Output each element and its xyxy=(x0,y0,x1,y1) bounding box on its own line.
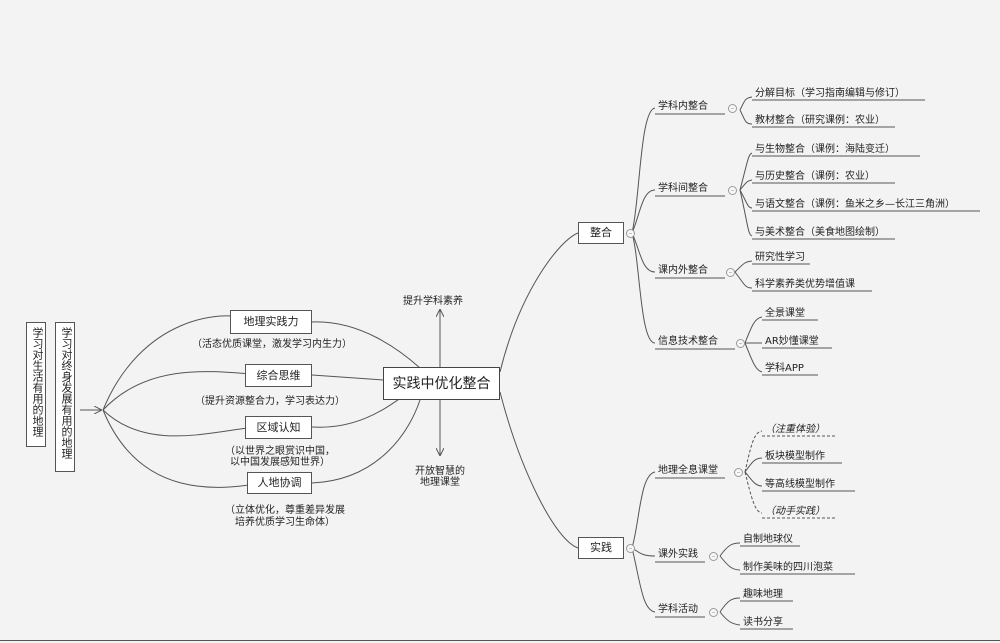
group-label: 学科内整合 xyxy=(658,101,708,112)
collapse-toggle-icon[interactable]: – xyxy=(734,468,743,477)
list-item: （注重体验） xyxy=(765,424,825,435)
list-item: 教材整合（研究课例：农业） xyxy=(755,115,885,126)
down-label: 开放智慧的 地理课堂 xyxy=(415,466,465,488)
group-label: 课外实践 xyxy=(658,549,698,560)
list-item: 自制地球仪 xyxy=(743,534,793,545)
up-label: 提升学科素养 xyxy=(403,296,463,307)
list-item: 科学素养类优势增值课 xyxy=(755,279,855,290)
collapse-toggle-icon[interactable]: – xyxy=(728,186,737,195)
collapse-toggle-icon[interactable]: – xyxy=(728,104,737,113)
group-label: 地理全息课堂 xyxy=(658,465,718,476)
skill-box-region: 区域认知 xyxy=(245,416,312,439)
list-item: 研究性学习 xyxy=(755,252,805,263)
group-label: 学科间整合 xyxy=(658,183,708,194)
left-box-lifelong: 学习对终身发展有用的地理 xyxy=(55,322,75,472)
list-item: 板块模型制作 xyxy=(765,451,825,462)
node-practice: 实践 xyxy=(578,537,624,559)
collapse-toggle-icon[interactable]: – xyxy=(736,339,745,348)
list-item: 等高线模型制作 xyxy=(765,479,835,490)
list-item: （动手实践） xyxy=(765,506,825,517)
list-item: 读书分享 xyxy=(743,617,783,628)
list-item: 学科APP xyxy=(765,363,804,374)
list-item: 与生物整合（课例：海陆变迁） xyxy=(755,144,895,155)
list-item: 与语文整合（课例：鱼米之乡—长江三角洲） xyxy=(755,199,955,210)
bottom-divider xyxy=(0,640,1000,641)
group-label: 信息技术整合 xyxy=(658,336,718,347)
collapse-toggle-icon[interactable]: – xyxy=(626,544,635,553)
list-item: 趣味地理 xyxy=(743,589,783,600)
left-box-life: 学习对生活有用的地理 xyxy=(26,322,46,447)
skill-note-human-land: （立体优化，尊重差异发展 培养优质学习生命体） xyxy=(225,505,345,528)
list-item: AR妙懂课堂 xyxy=(765,336,819,347)
skill-note-synthesis: （提升资源整合力，学习表达力） xyxy=(195,396,345,407)
collapse-toggle-icon[interactable]: – xyxy=(709,552,718,561)
skill-box-synthesis: 综合思维 xyxy=(245,364,312,387)
group-label: 课内外整合 xyxy=(658,265,708,276)
node-integration: 整合 xyxy=(578,222,624,244)
list-item: 与历史整合（课例：农业） xyxy=(755,171,875,182)
collapse-toggle-icon[interactable]: – xyxy=(626,229,635,238)
list-item: 制作美味的四川泡菜 xyxy=(743,562,833,573)
center-topic: 实践中优化整合 xyxy=(383,367,500,400)
collapse-toggle-icon[interactable]: – xyxy=(709,608,718,617)
skill-note-practice: （活态优质课堂，激发学习内生力） xyxy=(192,339,352,350)
skill-box-practice: 地理实践力 xyxy=(230,310,312,334)
skill-note-region: （以世界之眼赏识中国， 以中国发展感知世界） xyxy=(225,446,335,468)
list-item: 全景课堂 xyxy=(765,308,805,319)
group-label: 学科活动 xyxy=(658,604,698,615)
list-item: 分解目标（学习指南编辑与修订） xyxy=(755,88,905,99)
skill-box-human-land: 人地协调 xyxy=(247,472,312,494)
collapse-toggle-icon[interactable]: – xyxy=(726,268,735,277)
list-item: 与美术整合（美食地图绘制） xyxy=(755,227,885,238)
